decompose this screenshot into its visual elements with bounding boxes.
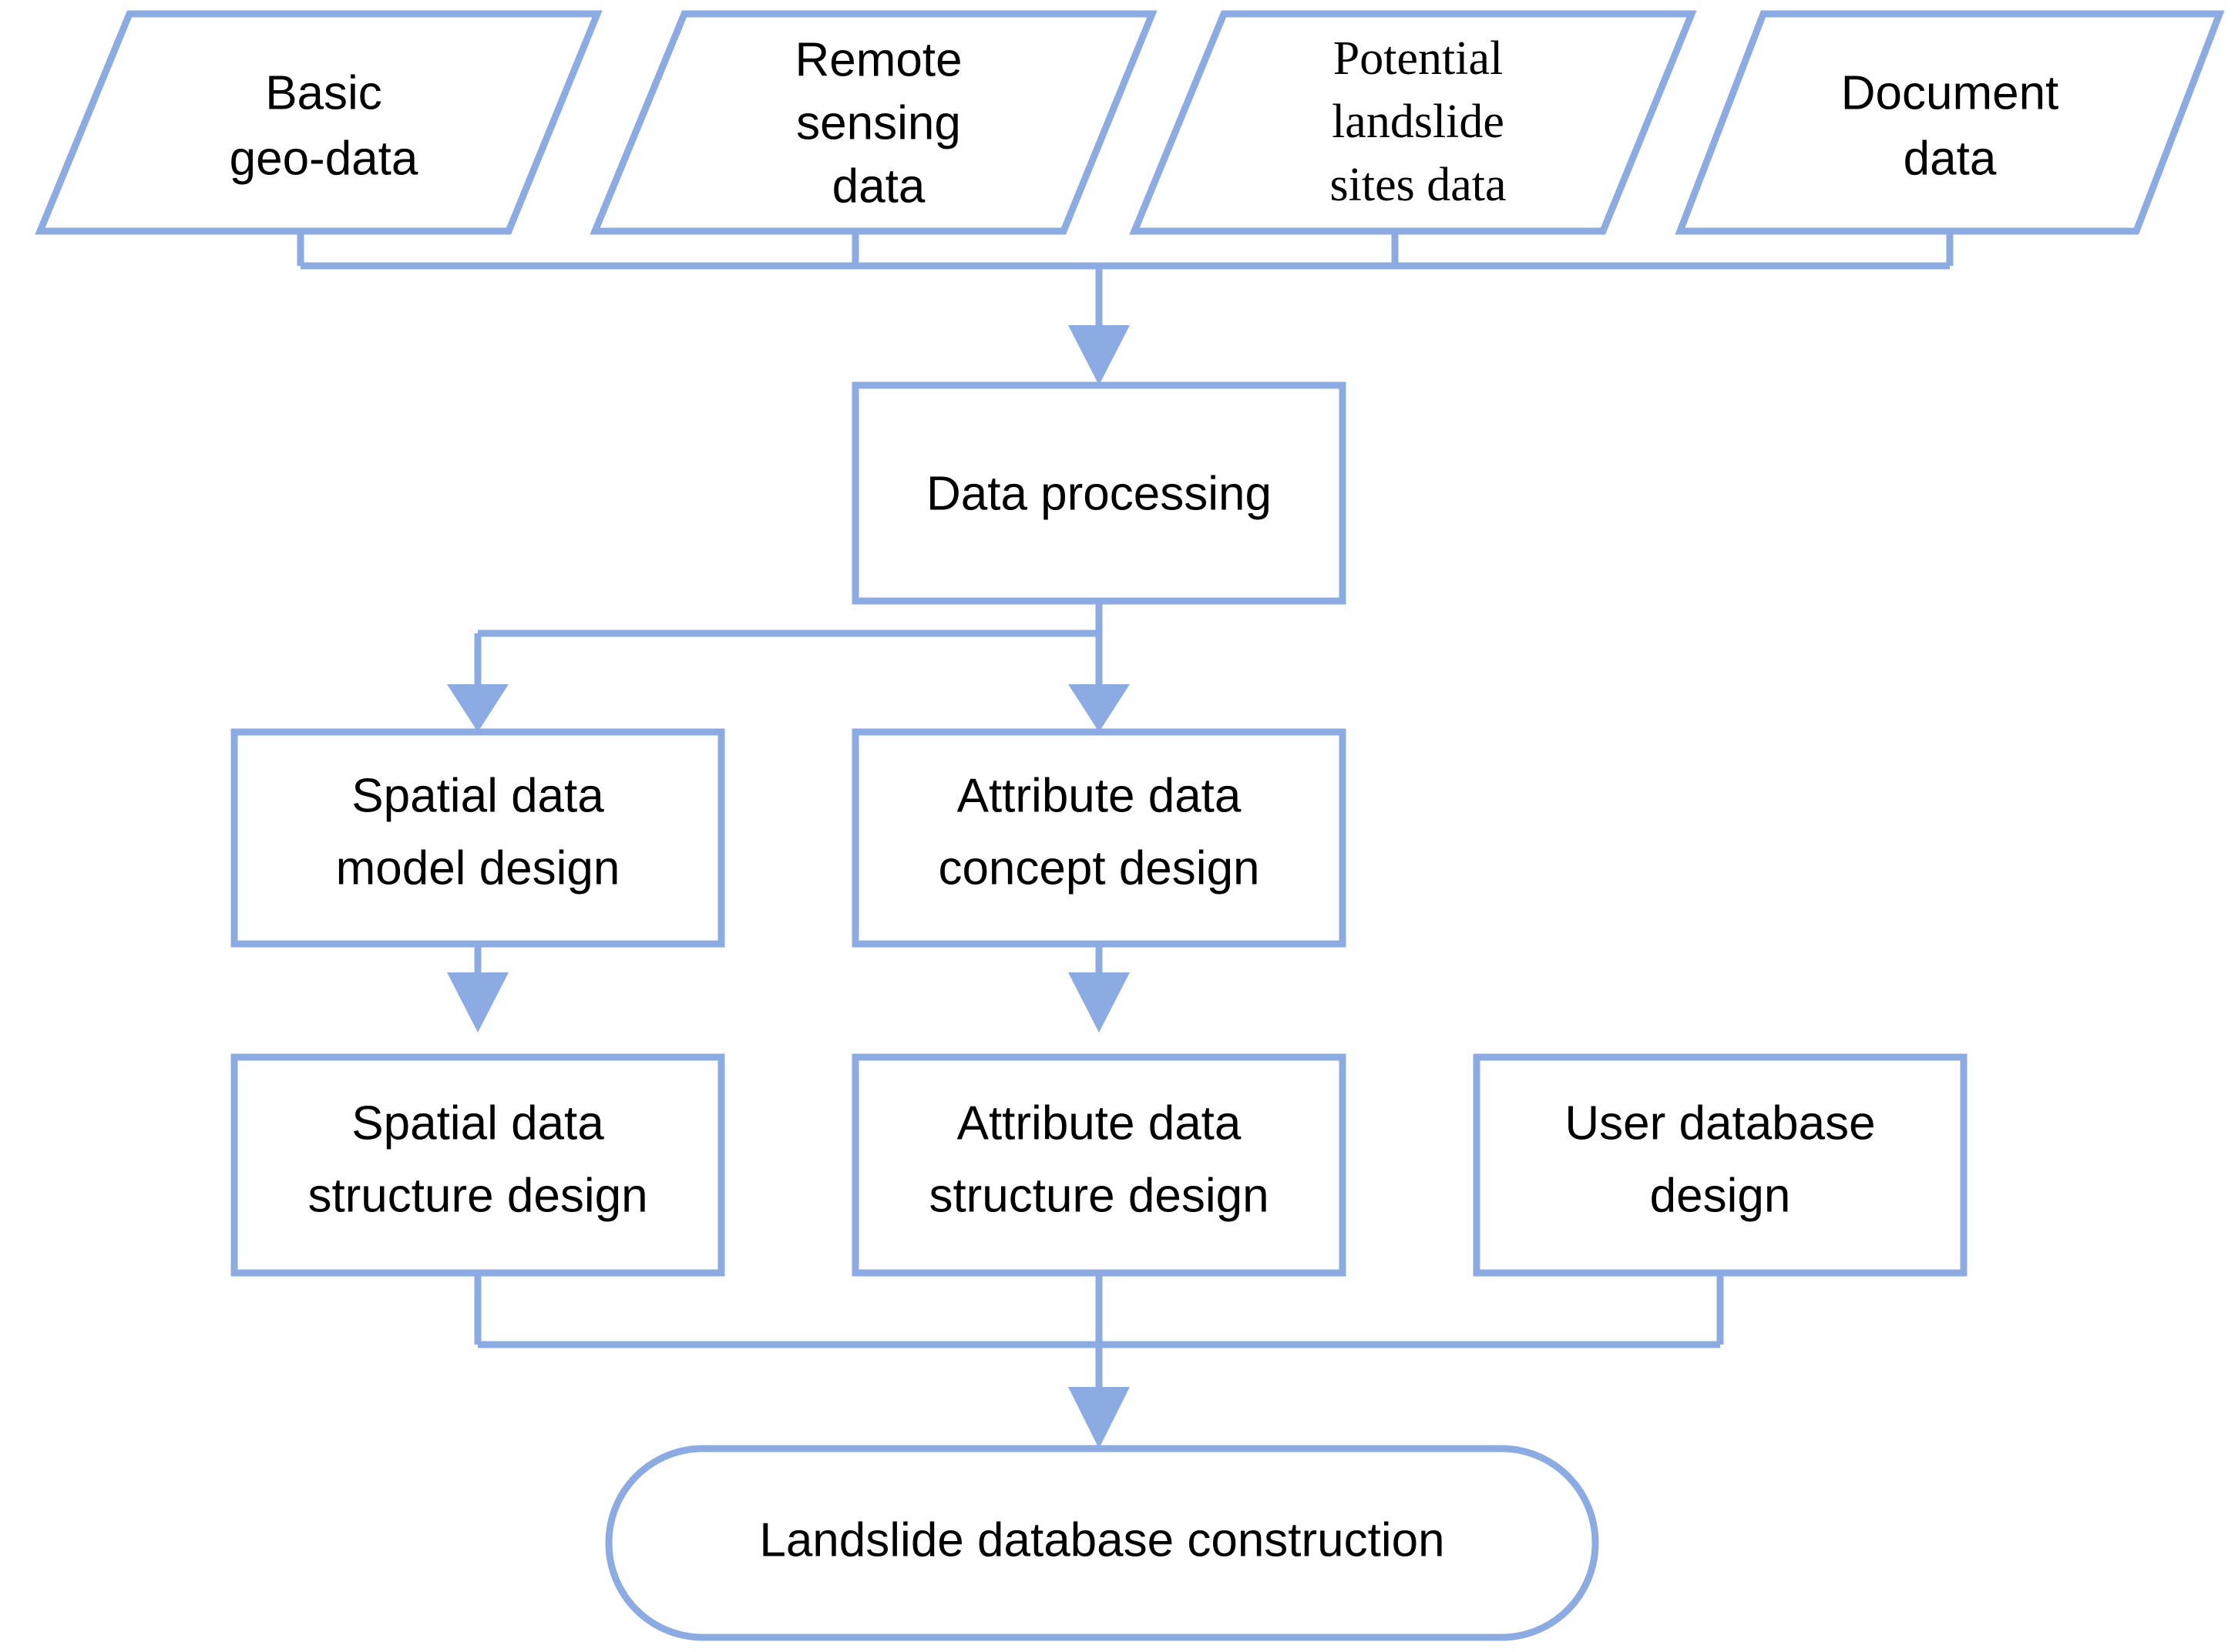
document-data-line-2: data: [1904, 132, 1997, 185]
edge-inputs-to-data-processing: [297, 231, 1954, 385]
arrowhead-to-terminal: [1068, 1387, 1130, 1449]
arrowhead-to-attribute-structure: [1068, 972, 1130, 1032]
user-database-design-shape[interactable]: [1473, 1053, 1968, 1277]
node-spatial-data-structure-design[interactable]: Spatial data structure design: [230, 1053, 725, 1277]
edge-data-processing-branch: [447, 601, 1130, 732]
document-data-line-1: Document: [1841, 66, 2059, 119]
spatial-data-model-design-line-2: model design: [336, 841, 620, 895]
node-remote-sensing-data[interactable]: Remote sensing data: [590, 10, 1158, 235]
node-document-data[interactable]: Document data: [1675, 10, 2225, 235]
node-user-database-design[interactable]: User database design: [1473, 1053, 1968, 1277]
spatial-data-model-design-shape[interactable]: [230, 728, 725, 948]
landslide-database-construction-shape[interactable]: [605, 1445, 1599, 1641]
arrowhead-to-spatial-model: [447, 684, 509, 732]
node-potential-landslide-sites-data[interactable]: Potential landslide sites data: [1129, 10, 1697, 235]
user-database-design-line-1: User database: [1564, 1096, 1875, 1150]
basic-geo-data-line-2: geo-data: [230, 132, 418, 185]
spatial-data-structure-design-line-2: structure design: [307, 1169, 647, 1222]
attribute-data-concept-design-line-1: Attribute data: [957, 769, 1242, 822]
attribute-data-concept-design-line-2: concept design: [938, 841, 1259, 895]
node-data-processing[interactable]: Data processing: [852, 381, 1346, 605]
node-attribute-data-structure-design[interactable]: Attribute data structure design: [852, 1053, 1346, 1277]
landslide-database-construction-label: Landslide database construction: [759, 1513, 1444, 1566]
node-basic-geo-data[interactable]: Basic geo-data: [35, 10, 603, 235]
arrowhead-to-attribute-concept: [1068, 684, 1130, 732]
arrowhead-to-spatial-structure: [447, 972, 509, 1032]
potential-landslide-sites-data-line-3: sites data: [1330, 159, 1507, 211]
spatial-data-model-design-line-1: Spatial data: [351, 769, 604, 822]
data-processing-label: Data processing: [926, 467, 1272, 520]
potential-landslide-sites-data-shape[interactable]: [1129, 10, 1697, 235]
edge-spatial-model-to-spatial-structure: [447, 944, 509, 1032]
arrowhead-to-data-processing: [1068, 325, 1130, 385]
basic-geo-data-shape[interactable]: [35, 10, 603, 235]
potential-landslide-sites-data-line-1: Potential: [1333, 32, 1503, 85]
node-attribute-data-concept-design[interactable]: Attribute data concept design: [852, 728, 1346, 948]
spatial-data-structure-design-line-1: Spatial data: [351, 1096, 604, 1150]
basic-geo-data-line-1: Basic: [265, 66, 382, 119]
edge-attribute-concept-to-attribute-structure: [1068, 944, 1130, 1032]
remote-sensing-data-line-1: Remote: [795, 33, 962, 86]
user-database-design-line-2: design: [1650, 1169, 1791, 1222]
node-spatial-data-model-design[interactable]: Spatial data model design: [230, 728, 725, 948]
attribute-data-concept-design-shape[interactable]: [852, 728, 1346, 948]
remote-sensing-data-line-3: data: [832, 159, 926, 213]
data-processing-shape[interactable]: [852, 381, 1346, 605]
node-landslide-database-construction[interactable]: Landslide database construction: [605, 1445, 1599, 1641]
attribute-data-structure-design-shape[interactable]: [852, 1053, 1346, 1277]
potential-landslide-sites-data-line-2: landslide: [1332, 96, 1504, 148]
remote-sensing-data-shape[interactable]: [590, 10, 1158, 235]
spatial-data-structure-design-shape[interactable]: [230, 1053, 725, 1277]
attribute-data-structure-design-line-2: structure design: [929, 1169, 1269, 1222]
remote-sensing-data-line-2: sensing: [796, 96, 961, 149]
document-data-shape[interactable]: [1675, 10, 2225, 235]
edge-designs-to-terminal: [474, 1273, 1724, 1449]
attribute-data-structure-design-line-1: Attribute data: [957, 1096, 1242, 1150]
